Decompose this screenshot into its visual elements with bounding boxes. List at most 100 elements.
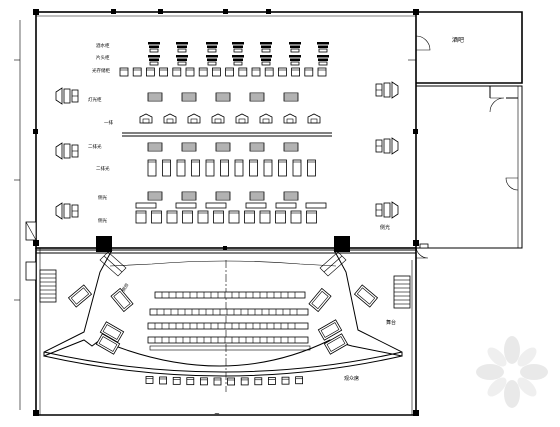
fixture-row-h	[147, 191, 299, 201]
side-speaker-cluster	[375, 201, 399, 219]
bar-fixture	[205, 202, 227, 209]
fixture-row-i	[135, 202, 327, 224]
speaker-unit	[260, 42, 272, 53]
lounge-seat	[110, 287, 134, 313]
fixture-box	[197, 210, 209, 224]
spotlight-unit	[211, 113, 225, 124]
speaker-unit	[176, 55, 188, 66]
fixture-box	[244, 210, 255, 224]
row-label-7: 二排光	[96, 165, 110, 172]
row-label-5: 一排	[104, 119, 113, 126]
speaker-unit	[317, 42, 329, 53]
break-mark: ~	[214, 410, 220, 418]
front-chair	[199, 377, 208, 386]
fixture-box	[277, 67, 287, 77]
front-chair	[213, 377, 222, 386]
spotlight-unit	[187, 113, 201, 124]
side-speaker-cluster	[55, 142, 79, 160]
lounge-seat	[308, 287, 332, 313]
audience-seating	[147, 291, 311, 351]
fixture-box	[166, 210, 178, 224]
bar-fixture	[215, 191, 231, 201]
bar-fixture	[147, 191, 163, 201]
stage-stairs-right	[319, 251, 347, 277]
lounge-seat	[67, 284, 93, 308]
left-wall-details	[14, 20, 37, 410]
fixture-box	[304, 67, 314, 77]
bar-fixture	[181, 191, 197, 201]
flower-watermark-icon	[476, 336, 548, 408]
fixture-box	[225, 67, 235, 77]
front-chair	[281, 376, 290, 385]
fixture-box	[292, 159, 302, 177]
front-chair	[254, 377, 263, 386]
bar-fixture	[147, 92, 163, 102]
front-chair	[240, 377, 249, 386]
seat-row-base	[149, 345, 311, 351]
spotlight-unit	[307, 113, 321, 124]
fixture-box	[290, 210, 302, 224]
front-chair	[172, 376, 181, 385]
spotlight-unit	[259, 113, 273, 124]
speaker-unit	[289, 42, 301, 53]
fixture-box	[251, 67, 261, 77]
fixture-box	[291, 67, 301, 77]
fixture-box	[205, 159, 215, 177]
seat-row	[147, 322, 309, 330]
row-label-2: 片头柜	[96, 54, 110, 61]
fixture-box	[176, 159, 186, 177]
bar-fixture	[249, 92, 265, 102]
bar-fixture	[305, 202, 327, 209]
row-label-9: 侧光	[98, 217, 107, 224]
seat-row	[147, 336, 309, 344]
fixture-box	[135, 210, 147, 224]
lounge-seat	[323, 333, 349, 355]
fixture-box	[213, 210, 224, 224]
fixture-row-c	[119, 67, 327, 77]
bar-fixture	[249, 191, 265, 201]
fixture-box	[211, 67, 221, 77]
bar-fixture	[283, 142, 299, 152]
right-stairs	[393, 275, 411, 309]
bar-fixture	[275, 202, 297, 209]
front-chair	[295, 376, 304, 385]
seat-row	[149, 308, 309, 316]
speaker-unit	[232, 55, 244, 66]
fixture-row-g	[147, 159, 316, 177]
fixture-box	[263, 159, 273, 177]
side-speaker-cluster	[55, 87, 79, 105]
seat-row	[154, 291, 306, 299]
spotlight-unit	[139, 113, 153, 124]
fixture-box	[259, 210, 271, 224]
bar-fixture	[215, 142, 231, 152]
fixture-box	[119, 67, 129, 77]
row-label-4: 灯光柜	[88, 96, 102, 103]
fixture-box	[162, 159, 171, 177]
spotlight-unit	[163, 113, 177, 124]
fixture-box	[198, 67, 208, 77]
speaker-unit	[148, 55, 160, 66]
speaker-unit	[289, 55, 301, 66]
lounge-seat	[317, 319, 343, 341]
speaker-unit	[176, 42, 188, 53]
fixture-box	[317, 67, 327, 77]
lounge-seat	[95, 333, 121, 355]
row-label-6: 二排光	[88, 143, 102, 150]
side-speaker-cluster	[375, 137, 399, 155]
fixture-row-d	[147, 92, 299, 102]
row-label-8: 侧光	[98, 194, 107, 201]
speaker-unit	[148, 42, 160, 53]
hall-bottom-label: 观众席	[344, 375, 359, 382]
side-speaker-cluster	[55, 202, 79, 220]
front-chair	[186, 377, 195, 386]
speaker-unit	[232, 42, 244, 53]
upper-fixture-rows	[119, 42, 329, 77]
spotlight-unit	[283, 113, 297, 124]
row-label-1: 酒水柜	[96, 42, 110, 49]
front-chair	[159, 376, 168, 385]
lounge-seat	[353, 284, 379, 308]
fixture-row-a	[148, 42, 329, 53]
fixture-box	[228, 210, 240, 224]
bar-fixture	[245, 202, 267, 209]
